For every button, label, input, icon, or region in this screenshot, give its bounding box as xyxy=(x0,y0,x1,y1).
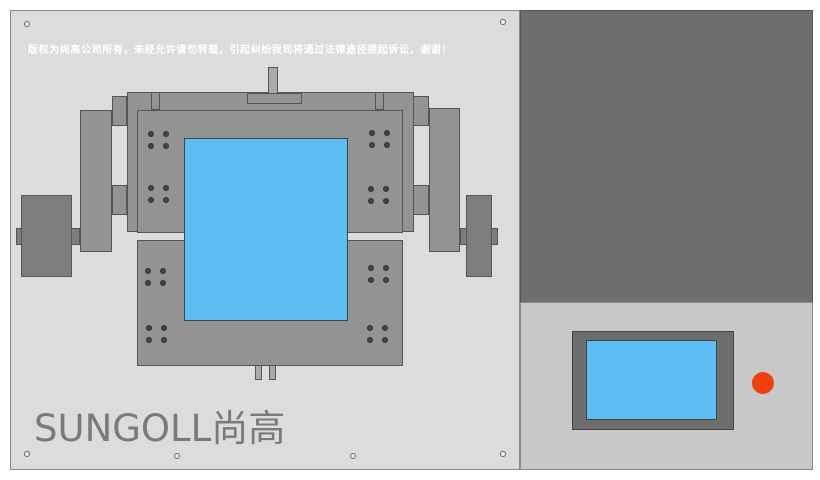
bolt-hole-icon xyxy=(383,186,389,192)
left-arm xyxy=(80,110,112,252)
bolt-hole-icon xyxy=(161,325,167,331)
screw-icon xyxy=(174,453,180,459)
bolt-hole-icon xyxy=(146,325,152,331)
bolt-hole-icon xyxy=(145,268,151,274)
screw-icon xyxy=(500,19,506,25)
workpiece-area xyxy=(184,138,348,321)
bolt-hole-icon xyxy=(163,131,169,137)
bolt-hole-icon xyxy=(160,280,166,286)
emergency-stop-button[interactable] xyxy=(752,372,774,394)
bolt-hole-icon xyxy=(145,280,151,286)
bearing xyxy=(413,185,429,215)
right-arm xyxy=(429,108,460,252)
bolt-hole-icon xyxy=(384,130,390,136)
cabinet-top xyxy=(520,10,813,303)
brand-logo: SUNGOLL尚高 xyxy=(34,407,286,450)
post xyxy=(151,92,160,110)
bolt-hole-icon xyxy=(148,131,154,137)
bolt-hole-icon xyxy=(160,268,166,274)
bolt-hole-icon xyxy=(382,325,388,331)
bolt-hole-icon xyxy=(368,186,374,192)
bolt-hole-icon xyxy=(383,277,389,283)
right-motor xyxy=(466,195,492,277)
bearing xyxy=(413,96,429,126)
bolt-hole-icon xyxy=(146,337,152,343)
bolt-hole-icon xyxy=(148,197,154,203)
bolt-hole-icon xyxy=(163,143,169,149)
screw-icon xyxy=(500,451,506,457)
bolt-hole-icon xyxy=(369,130,375,136)
bolt-hole-icon xyxy=(368,277,374,283)
screw-icon xyxy=(24,21,30,27)
bolt-hole-icon xyxy=(383,265,389,271)
post xyxy=(375,92,384,110)
bolt-hole-icon xyxy=(163,185,169,191)
left-motor xyxy=(21,195,72,277)
bolt-hole-icon xyxy=(367,325,373,331)
bolt-hole-icon xyxy=(368,265,374,271)
screw-icon xyxy=(350,453,356,459)
fitting xyxy=(255,365,262,380)
copyright-notice: 版权为尚高公司所有，未经允许请勿转载，引起纠纷我司将通过法律途径提起诉讼，谢谢！ xyxy=(28,45,452,56)
adjust-screw xyxy=(268,67,278,94)
screw-icon xyxy=(24,451,30,457)
bolt-hole-icon xyxy=(383,198,389,204)
bolt-hole-icon xyxy=(369,142,375,148)
bolt-hole-icon xyxy=(382,337,388,343)
bolt-hole-icon xyxy=(384,142,390,148)
fitting xyxy=(269,365,276,380)
bolt-hole-icon xyxy=(161,337,167,343)
top-clamp xyxy=(247,93,302,104)
bearing xyxy=(112,96,127,126)
bolt-hole-icon xyxy=(148,185,154,191)
bolt-hole-icon xyxy=(148,143,154,149)
bearing xyxy=(112,185,127,215)
bolt-hole-icon xyxy=(368,198,374,204)
bolt-hole-icon xyxy=(367,337,373,343)
bolt-hole-icon xyxy=(163,197,169,203)
touchscreen[interactable] xyxy=(586,340,717,420)
